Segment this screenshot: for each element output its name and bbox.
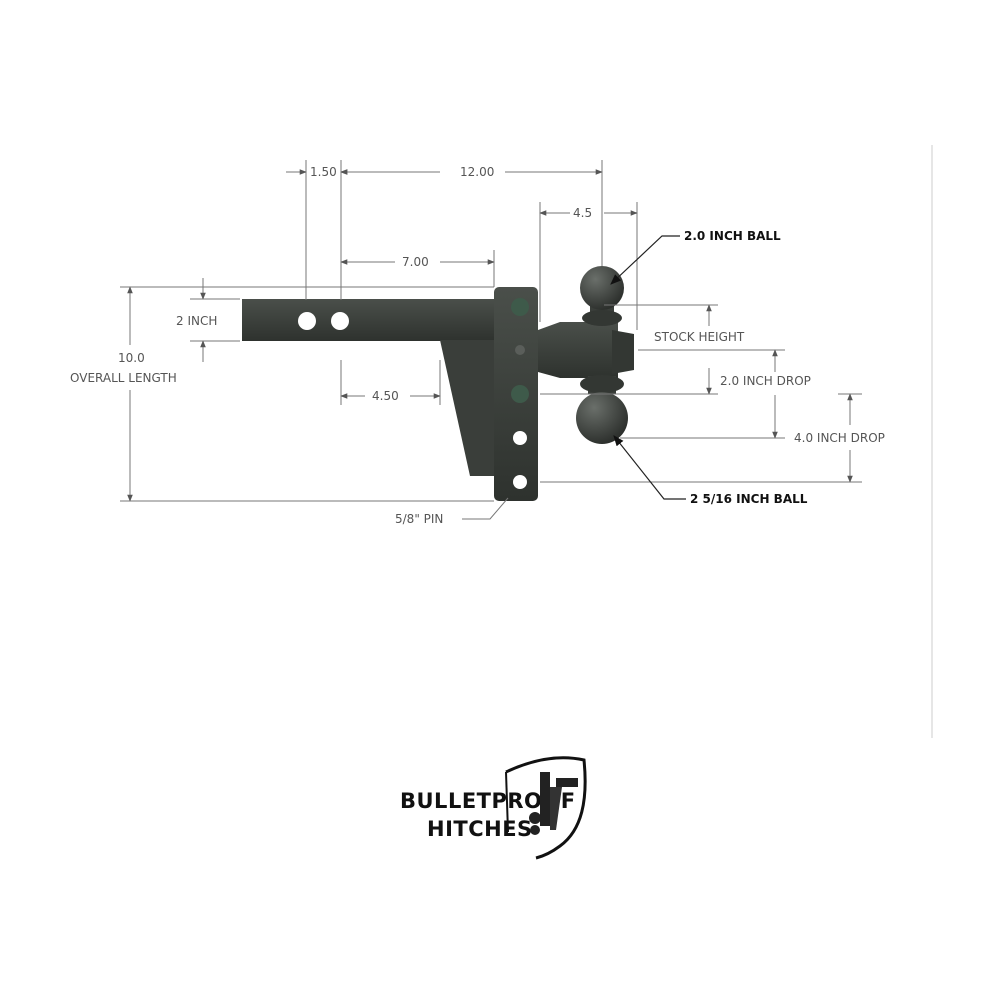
- dim-overall-value: 10.0: [118, 351, 145, 365]
- dim-1-50: 1.50: [310, 165, 337, 179]
- top-ball-collar: [582, 310, 622, 326]
- callout-leaders: [610, 235, 686, 500]
- ball-mount-arm: [538, 322, 618, 378]
- logo-shield-inner-icon: [505, 771, 509, 833]
- dim-overall-label: OVERALL LENGTH: [70, 371, 177, 385]
- receiver-pin-hole: [298, 312, 316, 330]
- shank-hole-open: [513, 475, 527, 489]
- callout-2-inch-ball: 2.0 INCH BALL: [684, 229, 781, 243]
- bulletproof-hitches-logo: BULLETPROOF HITCHES: [400, 756, 587, 860]
- bottom-ball: [576, 392, 628, 444]
- shank-hole-filled: [511, 385, 529, 403]
- logo-shield-icon: [505, 756, 587, 860]
- dimension-lines: [120, 160, 862, 520]
- dim-4-5: 4.5: [573, 206, 592, 220]
- dim-pin: 5/8" PIN: [395, 512, 443, 526]
- dim-4-inch-drop: 4.0 INCH DROP: [794, 431, 885, 445]
- gusset-plate: [440, 340, 496, 476]
- logo-hitch-shank-icon: [556, 778, 578, 787]
- dim-2-inch: 2 INCH: [176, 314, 217, 328]
- logo-hitch-gusset-icon: [550, 787, 562, 830]
- dim-12-00: 12.00: [460, 165, 494, 179]
- logo-hitch-drop-icon: [540, 772, 550, 826]
- logo-hitch-ball-icon: [529, 812, 541, 824]
- dim-2-inch-drop: 2.0 INCH DROP: [720, 374, 811, 388]
- receiver-pin-hole: [331, 312, 349, 330]
- dim-stock-height: STOCK HEIGHT: [654, 330, 745, 344]
- top-ball: [580, 266, 624, 310]
- shank-hole-small: [515, 345, 525, 355]
- ball-mount-nut: [612, 330, 634, 374]
- hitch-body: [242, 266, 634, 501]
- callout-2-5-16-inch-ball: 2 5/16 INCH BALL: [690, 492, 808, 506]
- bottom-ball-collar: [580, 375, 624, 393]
- shank-hole-open: [513, 431, 527, 445]
- receiver-shank: [242, 299, 496, 341]
- logo-hitch-ball-icon: [530, 825, 540, 835]
- logo-line-2: HITCHES: [427, 817, 533, 841]
- dim-7-00: 7.00: [402, 255, 429, 269]
- dim-4-50: 4.50: [372, 389, 399, 403]
- shank-hole-filled: [511, 298, 529, 316]
